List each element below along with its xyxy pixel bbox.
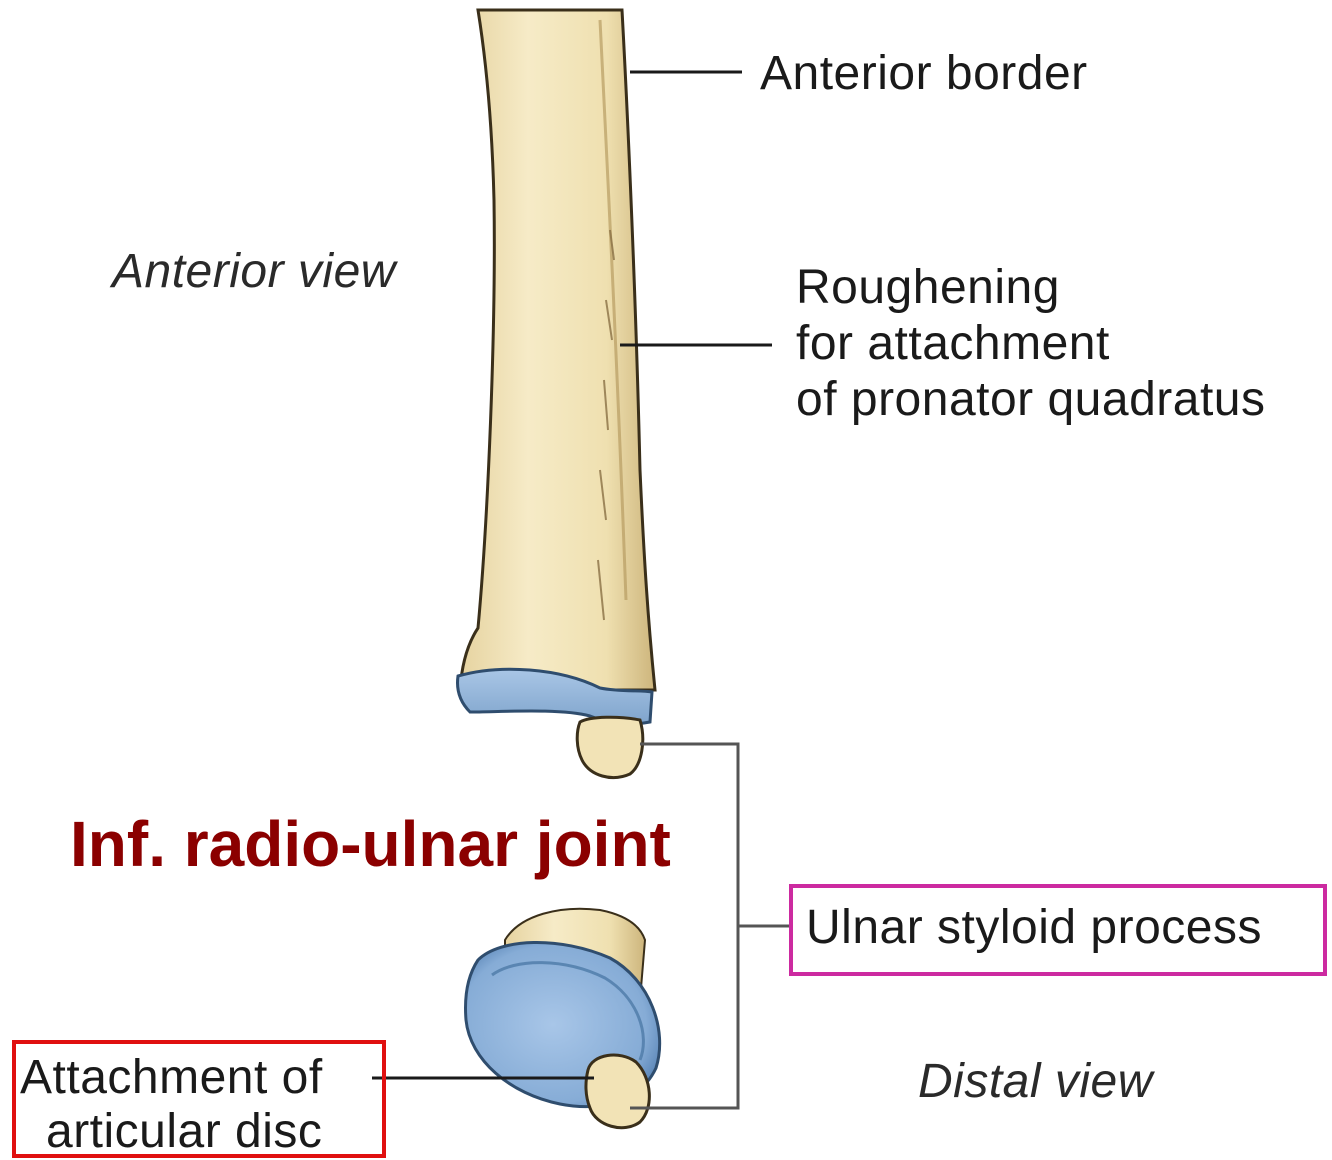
ulna-styloid-distal [586, 1055, 649, 1128]
label-attachment-line2: articular disc [46, 1104, 322, 1160]
diagram-title: Inf. radio-ulnar joint [70, 808, 671, 880]
label-roughening-line3: of pronator quadratus [796, 372, 1265, 428]
label-roughening-line2: for attachment [796, 316, 1110, 372]
label-anterior-border: Anterior border [760, 46, 1088, 102]
label-distal-view: Distal view [918, 1054, 1153, 1110]
label-anterior-view: Anterior view [112, 244, 396, 300]
ulna-styloid-anterior [577, 717, 643, 777]
label-attachment-line1: Attachment of [20, 1050, 323, 1106]
label-roughening-line1: Roughening [796, 260, 1060, 316]
label-ulnar-styloid: Ulnar styloid process [806, 900, 1262, 956]
